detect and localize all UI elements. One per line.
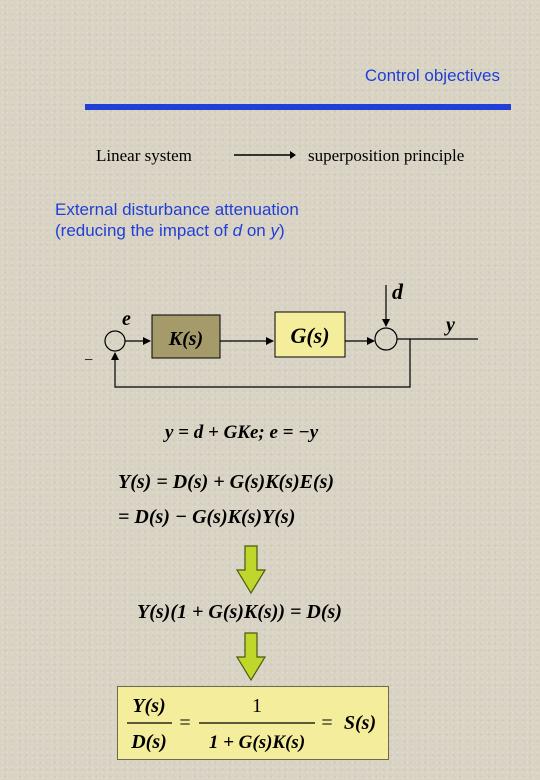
block-k [151,314,221,359]
result-one: 1 [252,695,262,717]
block-k-label: K(s) [168,328,203,350]
section-heading-line1: External disturbance attenuation [55,200,299,219]
result-sensitivity: S(s) [344,712,376,734]
down-arrow-icon [236,545,266,595]
heading-var-d: d [232,221,243,240]
equation-laplace-1: Y(s) = D(s) + G(s)K(s)E(s) [118,471,335,493]
equation-time-domain: y = d + GKe; e = −y [165,422,319,443]
heading-text: on [242,221,271,240]
result-denominator: D(s) [130,731,167,753]
implies-arrow-icon [234,151,296,159]
signal-d-label: d [392,279,404,304]
linear-system-label: Linear system [96,146,192,165]
equation-laplace-2: = D(s) − G(s)K(s)Y(s) [118,506,296,528]
result-equals-2: = [321,712,332,734]
left-summing-junction [104,330,126,352]
signal-y-label: y [444,314,455,336]
block-diagram: e d y − K(s) G(s) [84,279,478,388]
heading-text: (reducing the impact of [55,221,233,240]
title-underline [85,104,511,110]
block-g [274,311,346,358]
minus-sign: − [84,352,93,369]
feedback-path [111,339,411,388]
result-numerator: Y(s) [132,695,165,717]
equation-factored: Y(s)(1 + G(s)K(s)) = D(s) [137,601,342,623]
slide-title: Control objectives [364,66,500,85]
superposition-label: superposition principle [308,146,465,165]
heading-text: ) [278,221,285,240]
down-arrow-icon [236,632,266,682]
heading-var-y: y [270,221,279,240]
result-equals-1: = [179,712,190,734]
section-heading-line2: (reducing the impact of d on y) [55,220,385,241]
section-heading: External disturbance attenuation (reduci… [55,199,385,241]
result-denominator-2: 1 + G(s)K(s) [209,732,305,753]
signal-e-label: e [122,308,131,330]
block-g-label: G(s) [290,323,329,348]
sensitivity-formula: Y(s) D(s) = 1 1 + G(s)K(s) = S(s) [127,695,376,753]
right-summing-junction [374,327,398,351]
